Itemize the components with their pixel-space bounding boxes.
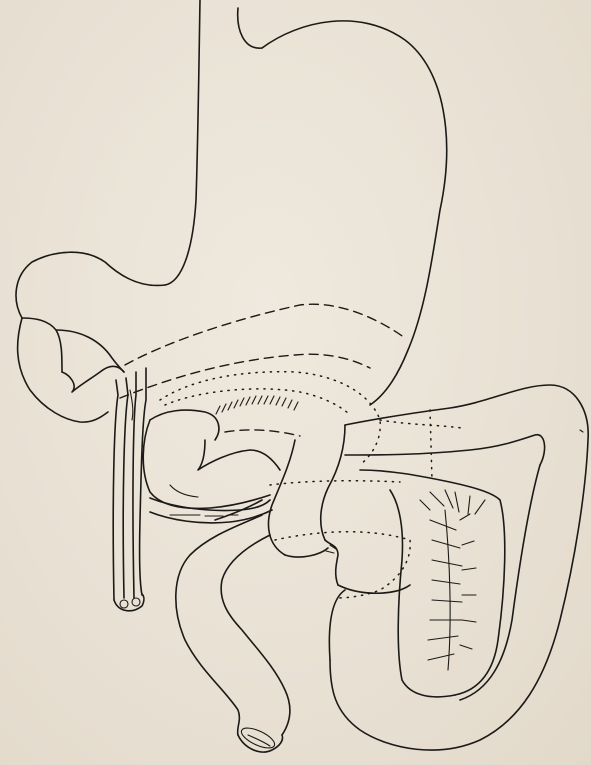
anastomosis-outline	[160, 372, 462, 598]
resection-lines	[120, 304, 405, 436]
suture-line	[216, 396, 298, 414]
jejunal-loop	[268, 425, 410, 593]
esophagus	[165, 0, 262, 285]
small-intestine	[176, 515, 290, 752]
stomach	[16, 21, 447, 422]
colon	[329, 385, 588, 750]
duct-tube	[113, 368, 146, 611]
duodenum	[143, 410, 280, 523]
mesentery	[360, 470, 505, 697]
detail-marks	[170, 430, 583, 553]
